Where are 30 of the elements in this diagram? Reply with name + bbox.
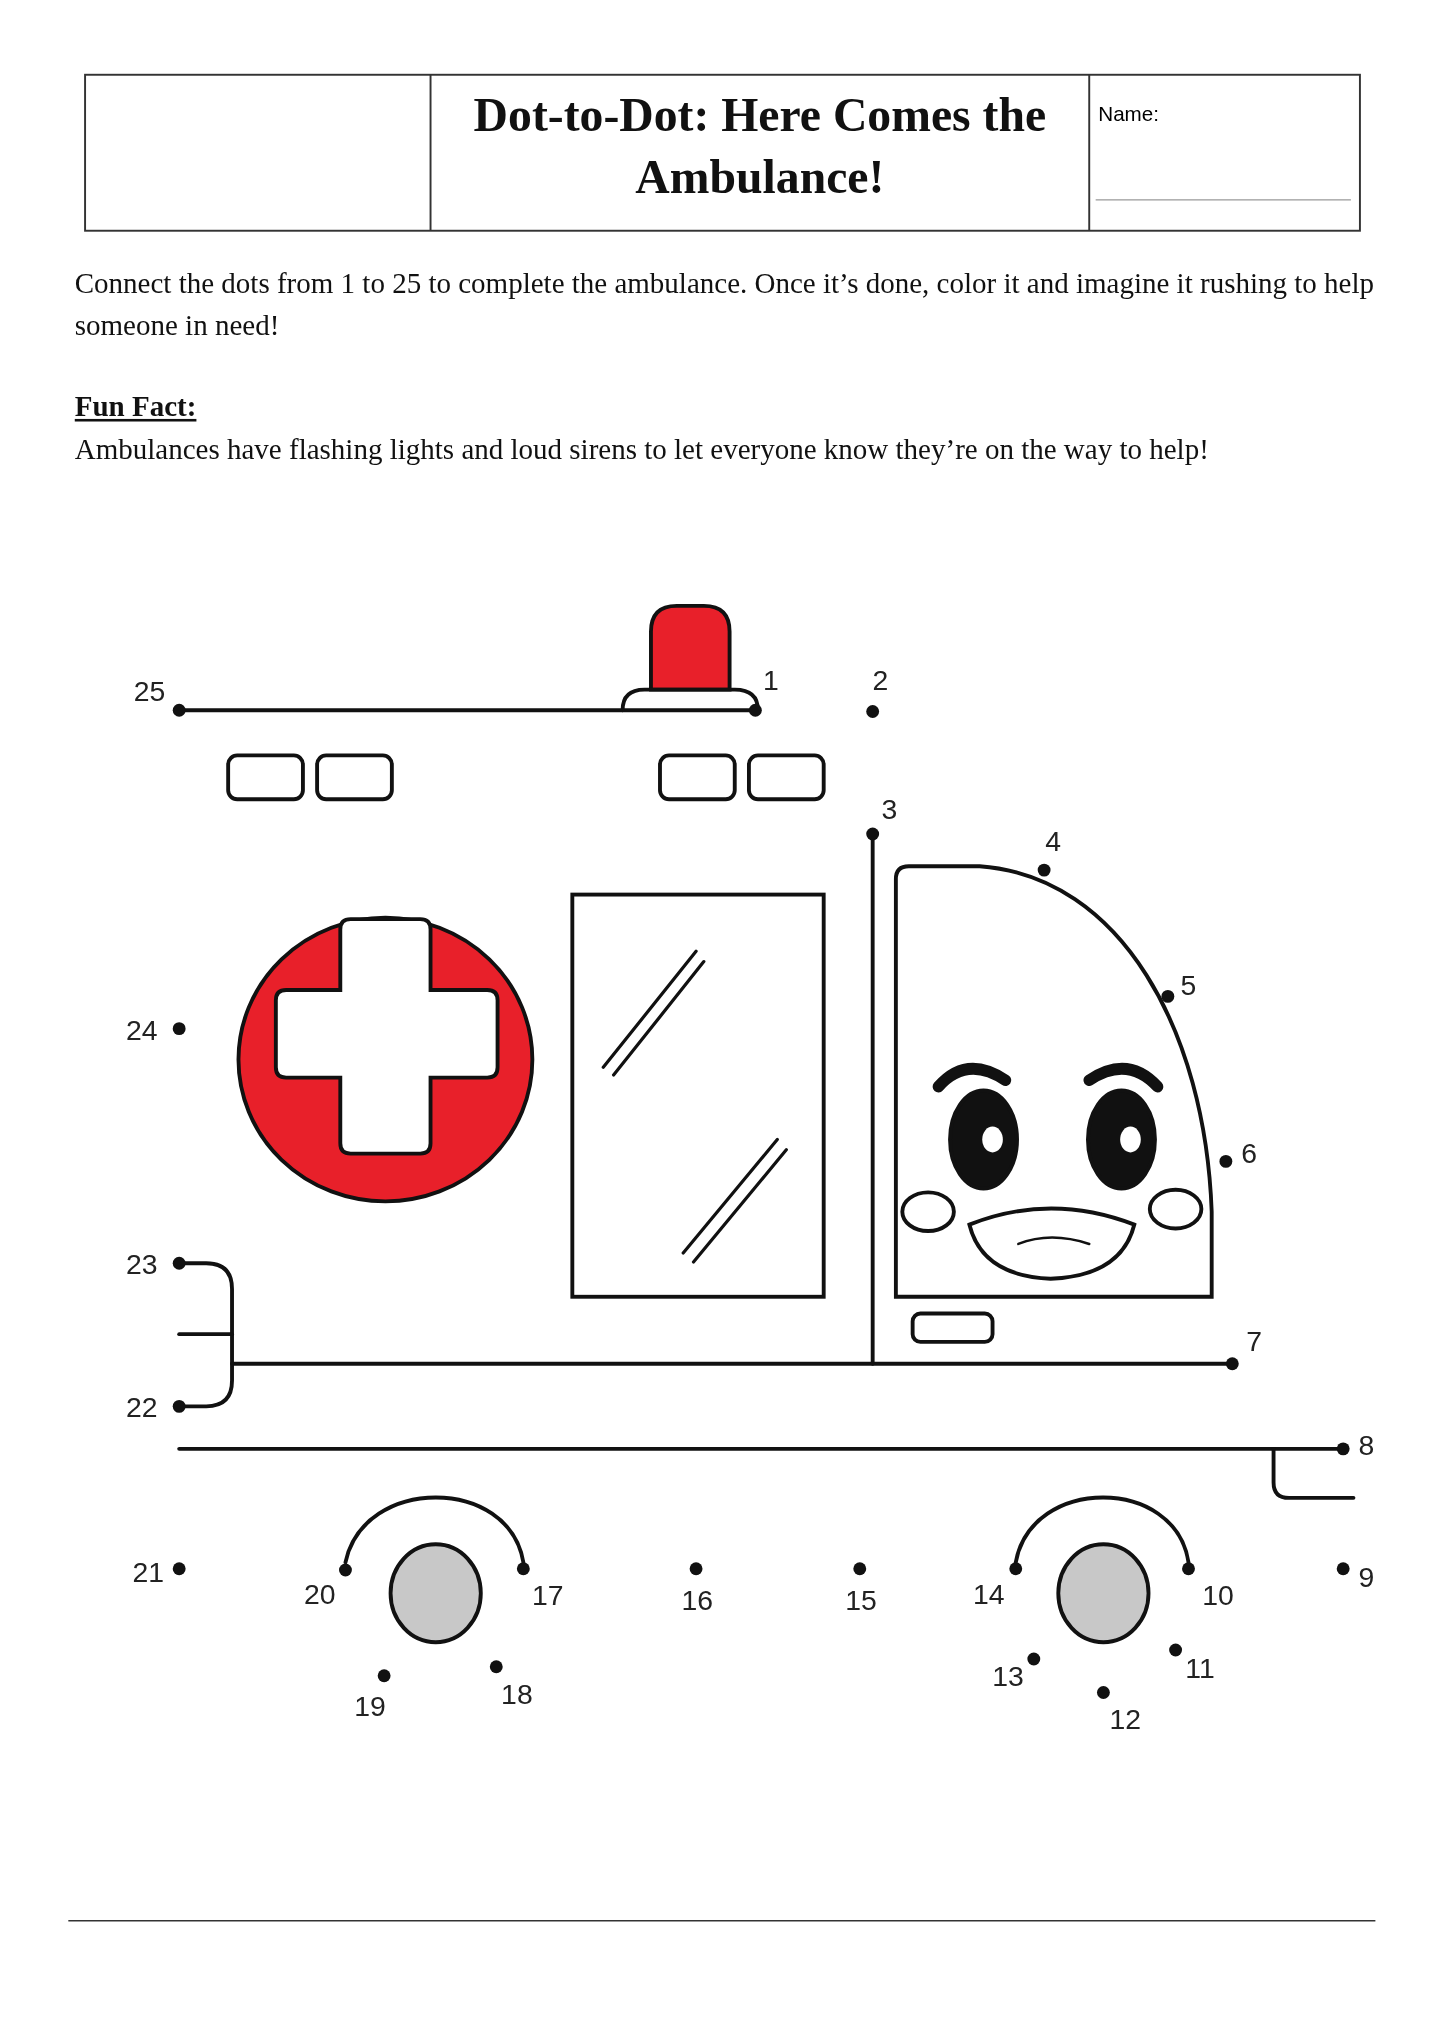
dot-number: 25 [133,678,166,707]
instruction-text: Connect the dots from 1 to 25 to complete the ambulance. Once it’s done, color it and imagine it rushing to help someone in need! [74,265,1375,344]
dot-number: 5 [1180,971,1197,1001]
dot-number: 19 [354,1692,386,1721]
dot-number: 4 [1045,827,1062,856]
dot-number: 10 [1202,1581,1234,1610]
fun-fact-text: Ambulances have flashing lights and loud sirens to let everyone know they’re on the way to help! [74,433,1210,467]
dot-number: 11 [1185,1655,1215,1684]
name-label: Name: [1098,103,1159,127]
dot-number: 15 [845,1586,877,1616]
dot-number: 3 [881,795,898,824]
dot-number: 8 [1358,1432,1375,1461]
dot-number: 6 [1241,1139,1257,1168]
dot-number: 2 [872,666,889,695]
dot-number: 9 [1358,1563,1375,1592]
dot-number: 16 [681,1586,714,1616]
dot-number: 18 [501,1680,533,1710]
dot-number: 14 [972,1580,1005,1609]
dot-number: 7 [1246,1327,1263,1357]
dot-number: 12 [1109,1705,1142,1734]
dot-number: 17 [532,1581,564,1610]
fun-fact-heading: Fun Fact: [74,390,197,425]
dot-number: 23 [126,1250,158,1279]
dot-number: 21 [132,1558,164,1587]
dot-number: 13 [992,1662,1024,1692]
dot-number: 20 [303,1580,336,1609]
dot-number: 1 [762,666,779,695]
dot-number: 22 [126,1393,158,1422]
worksheet-title: Dot-to-Dot: Here Comes the Ambulance! [472,87,1048,206]
dot-number: 24 [126,1017,158,1046]
